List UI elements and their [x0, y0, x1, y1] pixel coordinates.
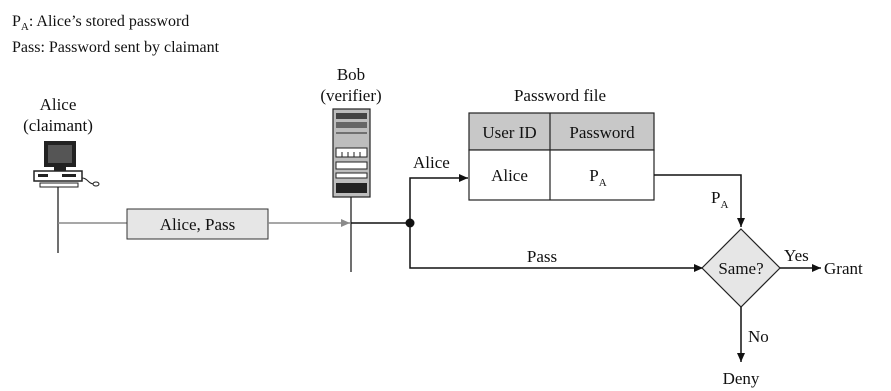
computer-icon	[33, 141, 100, 188]
password-file-title: Password file	[514, 86, 606, 105]
message-box	[126, 208, 269, 240]
deny-label: Deny	[723, 369, 760, 388]
decision-label: Same?	[718, 259, 763, 278]
no-label: No	[748, 327, 769, 346]
header-password: Password	[569, 123, 635, 142]
lookup-label: Alice	[413, 153, 450, 172]
claimant-role: (claimant)	[23, 116, 93, 135]
stored-password-label: PA	[711, 188, 728, 211]
grant-label: Grant	[824, 259, 863, 278]
cell-user-alice: Alice	[491, 166, 528, 185]
pass-arrow	[409, 223, 703, 272]
message-label: Alice, Pass	[160, 215, 236, 234]
lookup-arrow	[409, 174, 468, 223]
pass-label: Pass	[527, 247, 557, 266]
server-icon	[332, 108, 371, 198]
legend-pass: Pass: Password sent by claimant	[12, 39, 220, 56]
yes-label: Yes	[784, 246, 809, 265]
stored-password-arrow	[654, 174, 745, 227]
claimant-name: Alice	[40, 95, 77, 114]
verifier-name: Bob	[337, 65, 365, 84]
password-file-table: User ID Password Alice PA	[468, 112, 655, 201]
legend-pa: PA: Alice’s stored password	[12, 13, 189, 33]
cell-password-pa: PA	[589, 166, 606, 189]
header-user-id: User ID	[482, 123, 536, 142]
verifier-role: (verifier)	[320, 86, 381, 105]
